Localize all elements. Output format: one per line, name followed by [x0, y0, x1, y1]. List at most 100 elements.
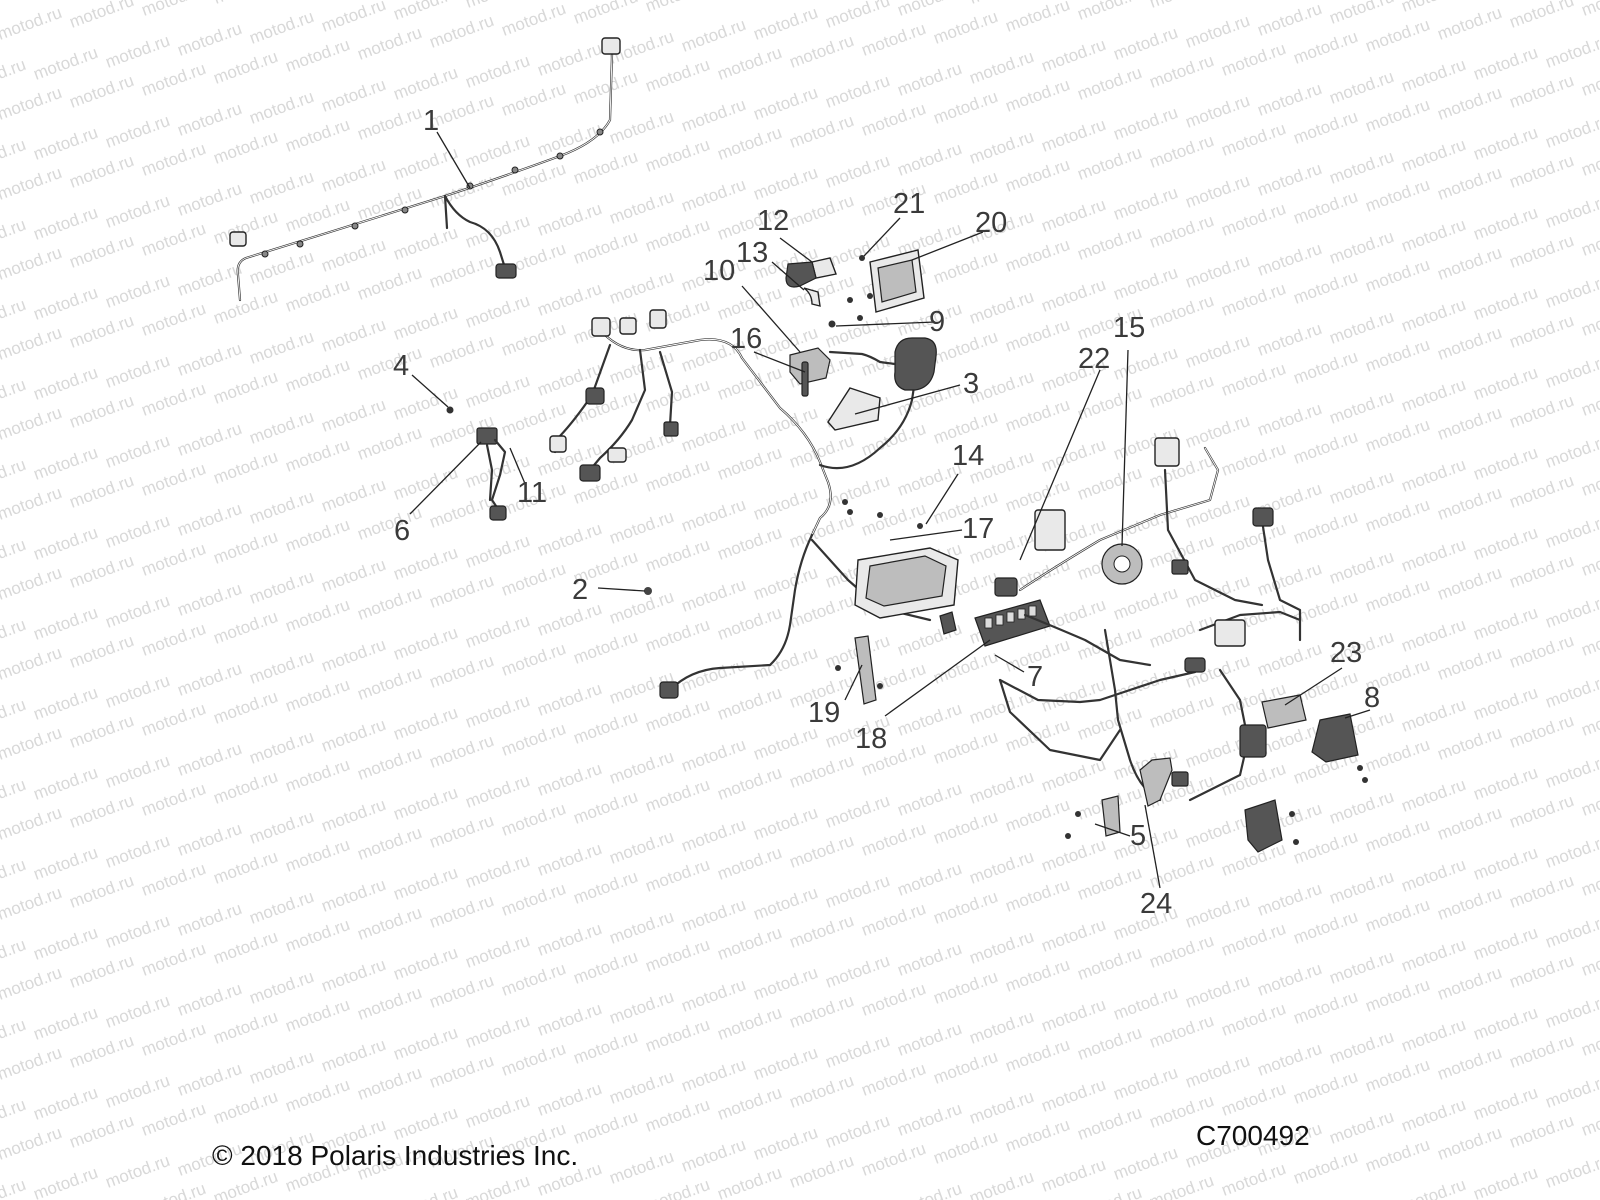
watermark-text: motod.ru [607, 907, 677, 948]
watermark-text: motod.ru [0, 243, 64, 284]
watermark-text: motod.ru [283, 1075, 353, 1116]
watermark-text: motod.ru [643, 455, 713, 496]
watermark-text: motod.ru [571, 0, 641, 28]
watermark-text: motod.ru [1111, 263, 1181, 304]
watermark-text: motod.ru [859, 419, 929, 460]
watermark-text: motod.ru [1471, 843, 1541, 884]
watermark-text: motod.ru [319, 715, 389, 756]
watermark-text: motod.ru [1111, 183, 1181, 224]
watermark-text: motod.ru [1183, 91, 1253, 132]
watermark-text: motod.ru [391, 623, 461, 664]
watermark-text: motod.ru [355, 903, 425, 944]
watermark-text: motod.ru [1543, 1071, 1600, 1112]
watermark-text: motod.ru [0, 775, 28, 816]
watermark-text: motod.ru [175, 179, 245, 220]
watermark-text: motod.ru [679, 575, 749, 616]
watermark-text: motod.ru [139, 299, 209, 340]
watermark-text: motod.ru [643, 775, 713, 816]
watermark-text: motod.ru [751, 803, 821, 844]
watermark-text: motod.ru [1219, 919, 1289, 960]
watermark-text: motod.ru [607, 587, 677, 628]
watermark-text: motod.ru [1363, 735, 1433, 776]
watermark-text: motod.ru [139, 1019, 209, 1060]
watermark-text: motod.ru [823, 951, 893, 992]
watermark-text: motod.ru [67, 791, 137, 832]
watermark-text: motod.ru [1003, 395, 1073, 436]
watermark-text: motod.ru [427, 11, 497, 52]
watermark-text: motod.ru [463, 0, 533, 12]
watermark-text: motod.ru [283, 755, 353, 796]
watermark-text: motod.ru [1147, 211, 1217, 252]
watermark-text: motod.ru [1111, 1143, 1181, 1184]
watermark-text: motod.ru [211, 767, 281, 808]
watermark-text: motod.ru [859, 1059, 929, 1100]
watermark-text: motod.ru [139, 859, 209, 900]
watermark-text: motod.ru [103, 1151, 173, 1192]
watermark-text: motod.ru [571, 1027, 641, 1068]
watermark-text: motod.ru [1183, 11, 1253, 52]
watermark-text: motod.ru [1291, 987, 1361, 1028]
watermark-text: motod.ru [823, 1111, 893, 1152]
watermark-text: motod.ru [1291, 827, 1361, 868]
watermark-text: motod.ru [715, 683, 785, 724]
watermark-text: motod.ru [679, 815, 749, 856]
watermark-text: motod.ru [715, 283, 785, 324]
watermark-text: motod.ru [355, 823, 425, 864]
watermark-text: motod.ru [499, 879, 569, 920]
watermark-text: motod.ru [1111, 343, 1181, 384]
watermark-text: motod.ru [1039, 1075, 1109, 1116]
watermark-text: motod.ru [571, 147, 641, 188]
leader-lines [409, 131, 1371, 889]
watermark-text: motod.ru [211, 287, 281, 328]
watermark-text: motod.ru [1327, 787, 1397, 828]
watermark-text: motod.ru [1039, 595, 1109, 636]
watermark-text: motod.ru [967, 847, 1037, 888]
watermark-text: motod.ru [931, 1127, 1001, 1168]
watermark-text: motod.ru [1183, 411, 1253, 452]
watermark-text: motod.ru [0, 1095, 28, 1136]
watermark-text: motod.ru [0, 855, 28, 896]
watermark-text: motod.ru [643, 55, 713, 96]
watermark-text: motod.ru [751, 3, 821, 44]
watermark-text: motod.ru [247, 967, 317, 1008]
watermark-text: motod.ru [1543, 591, 1600, 632]
watermark-text: motod.ru [67, 551, 137, 592]
watermark-text: motod.ru [931, 647, 1001, 688]
callout-16: 16 [730, 323, 762, 355]
watermark-text: motod.ru [643, 215, 713, 256]
watermark-text: motod.ru [247, 247, 317, 288]
watermark-text: motod.ru [283, 275, 353, 316]
watermark-text: motod.ru [0, 1015, 28, 1056]
watermark-text: motod.ru [571, 867, 641, 908]
watermark-text: motod.ru [1075, 463, 1145, 504]
watermark-text: motod.ru [1255, 399, 1325, 440]
watermark-text: motod.ru [67, 151, 137, 192]
watermark-text: motod.ru [751, 723, 821, 764]
watermark-text: motod.ru [751, 1043, 821, 1084]
watermark-text: motod.ru [1111, 583, 1181, 624]
watermark-text: motod.ru [643, 855, 713, 896]
watermark-text: motod.ru [0, 3, 64, 44]
watermark-text: motod.ru [319, 795, 389, 836]
watermark-text: motod.ru [427, 331, 497, 372]
watermark-text: motod.ru [1471, 0, 1541, 4]
watermark-text: motod.ru [1327, 0, 1397, 28]
watermark-text: motod.ru [319, 155, 389, 196]
watermark-text: motod.ru [211, 1087, 281, 1128]
watermark-text: motod.ru [1219, 1159, 1289, 1200]
watermark-text: motod.ru [1291, 27, 1361, 68]
watermark-text: motod.ru [1327, 1027, 1397, 1068]
watermark-text: motod.ru [1399, 1175, 1469, 1200]
watermark-text: motod.ru [1543, 351, 1600, 392]
watermark-text: motod.ru [787, 831, 857, 872]
watermark-text: motod.ru [535, 839, 605, 880]
watermark-text: motod.ru [0, 0, 28, 4]
watermark-text: motod.ru [1327, 547, 1397, 588]
watermark-text: motod.ru [103, 351, 173, 392]
watermark-text: motod.ru [679, 175, 749, 216]
watermark-text: motod.ru [0, 963, 64, 1004]
watermark-text: motod.ru [535, 599, 605, 640]
watermark-text: motod.ru [715, 603, 785, 644]
watermark-text: motod.ru [679, 415, 749, 456]
